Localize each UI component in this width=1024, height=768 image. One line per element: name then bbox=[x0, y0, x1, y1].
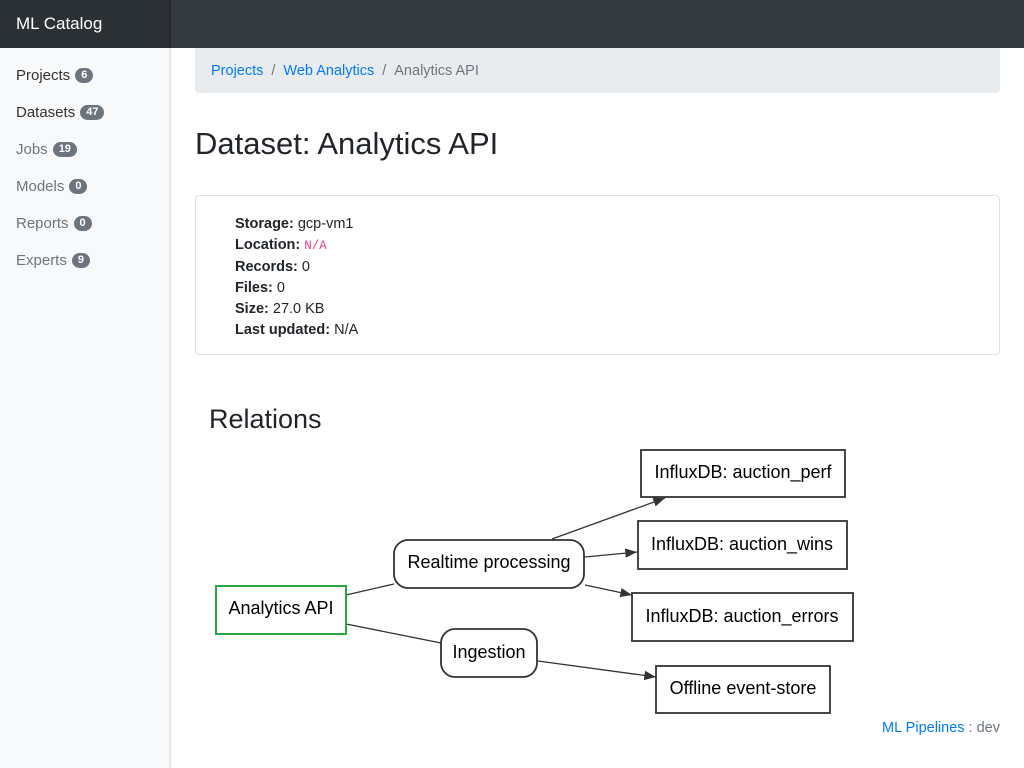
property-location: Location: N/A bbox=[235, 235, 999, 257]
count-badge: 0 bbox=[73, 215, 92, 231]
graph-node-realtime-processing[interactable]: Realtime processing bbox=[393, 539, 585, 589]
sidebar-item-label: Datasets bbox=[16, 103, 76, 121]
top-navbar: ML Catalog bbox=[0, 0, 1024, 48]
edge-source-realtime bbox=[345, 583, 395, 596]
sidebar-item-label: Projects bbox=[16, 66, 71, 84]
breadcrumb: Projects / Web Analytics / Analytics API bbox=[195, 48, 1000, 93]
property-value: N/A bbox=[304, 239, 327, 253]
node-label: InfluxDB: auction_perf bbox=[654, 462, 832, 483]
sidebar-item-experts[interactable]: Experts 9 bbox=[16, 249, 90, 271]
relations-title: Relations bbox=[209, 404, 322, 434]
node-label: Realtime processing bbox=[407, 552, 570, 572]
count-badge: 19 bbox=[52, 141, 77, 157]
sidebar-item-jobs[interactable]: Jobs 19 bbox=[16, 138, 77, 160]
breadcrumb-link-web-analytics[interactable]: Web Analytics bbox=[283, 62, 375, 79]
property-files: Files: 0 bbox=[235, 278, 999, 299]
edge-realtime-perf bbox=[551, 497, 666, 540]
property-label: Location: bbox=[235, 237, 301, 253]
graph-node-ingestion[interactable]: Ingestion bbox=[440, 628, 538, 678]
footer-link-ml-pipelines[interactable]: ML Pipelines bbox=[882, 720, 965, 736]
app-brand[interactable]: ML Catalog bbox=[0, 0, 171, 48]
property-value: 27.0 KB bbox=[272, 301, 325, 317]
edge-realtime-errors bbox=[584, 584, 633, 598]
dataset-properties-card: Storage: gcp-vm1 Location: N/A Records: … bbox=[195, 195, 1000, 355]
count-badge: 9 bbox=[71, 252, 90, 268]
edge-source-ingestion bbox=[345, 623, 442, 644]
sidebar-item-projects[interactable]: Projects 6 bbox=[16, 64, 94, 86]
sidebar-item-datasets[interactable]: Datasets 47 bbox=[16, 101, 105, 123]
node-label: Analytics API bbox=[228, 598, 333, 618]
relations-graph: Analytics API Realtime processing Ingest… bbox=[215, 449, 854, 714]
graph-node-auction-errors[interactable]: InfluxDB: auction_errors bbox=[631, 592, 854, 642]
graph-node-auction-wins[interactable]: InfluxDB: auction_wins bbox=[637, 520, 848, 570]
graph-node-offline-event-store[interactable]: Offline event-store bbox=[655, 665, 831, 714]
property-label: Last updated: bbox=[235, 322, 331, 338]
node-label: InfluxDB: auction_errors bbox=[645, 606, 838, 627]
count-badge: 47 bbox=[80, 104, 105, 120]
node-label: Offline event-store bbox=[670, 678, 817, 698]
property-storage: Storage: gcp-vm1 bbox=[235, 214, 999, 235]
property-label: Size: bbox=[235, 301, 269, 317]
graph-node-auction-perf[interactable]: InfluxDB: auction_perf bbox=[640, 449, 846, 498]
sidebar-item-label: Reports bbox=[16, 214, 69, 232]
property-records: Records: 0 bbox=[235, 257, 999, 278]
property-last-updated: Last updated: N/A bbox=[235, 320, 999, 341]
footer-env: : dev bbox=[964, 720, 1000, 736]
graph-node-analytics-api[interactable]: Analytics API bbox=[215, 585, 347, 635]
property-label: Files: bbox=[235, 280, 273, 296]
node-label: Ingestion bbox=[452, 642, 525, 662]
count-badge: 6 bbox=[75, 67, 94, 83]
property-label: Storage: bbox=[235, 216, 294, 232]
sidebar-item-label: Jobs bbox=[16, 140, 48, 158]
property-value: 0 bbox=[276, 280, 285, 296]
breadcrumb-separator: / bbox=[382, 62, 387, 79]
node-label: InfluxDB: auction_wins bbox=[651, 534, 833, 555]
property-label: Records: bbox=[235, 259, 298, 275]
property-value: gcp-vm1 bbox=[297, 216, 354, 232]
breadcrumb-link-projects[interactable]: Projects bbox=[211, 62, 264, 79]
sidebar-item-label: Experts bbox=[16, 251, 67, 269]
property-value: N/A bbox=[334, 322, 359, 338]
property-value: 0 bbox=[301, 259, 310, 275]
footer: ML Pipelines : dev bbox=[882, 720, 1000, 736]
breadcrumb-current: Analytics API bbox=[394, 62, 479, 79]
breadcrumb-separator: / bbox=[271, 62, 276, 79]
page-title: Dataset: Analytics API bbox=[195, 126, 499, 161]
edge-ingestion-offline bbox=[537, 660, 657, 681]
sidebar: Projects 6 Datasets 47 Jobs 19 Models 0 … bbox=[0, 48, 171, 768]
sidebar-item-models[interactable]: Models 0 bbox=[16, 175, 88, 197]
sidebar-item-label: Models bbox=[16, 177, 65, 195]
count-badge: 0 bbox=[69, 178, 88, 194]
edge-realtime-wins bbox=[584, 548, 638, 558]
property-size: Size: 27.0 KB bbox=[235, 299, 999, 320]
sidebar-item-reports[interactable]: Reports 0 bbox=[16, 212, 92, 234]
